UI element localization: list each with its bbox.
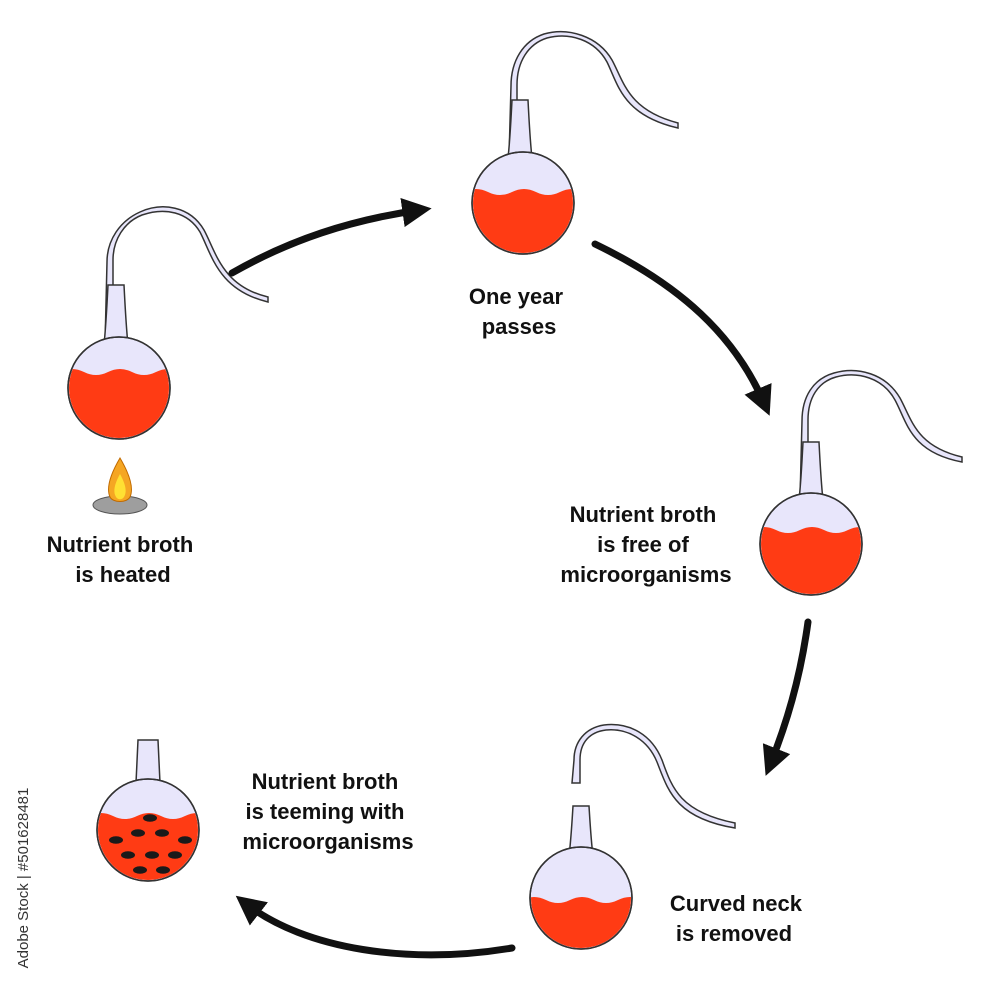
label-one-year: One year passes — [469, 284, 569, 339]
swan-neck — [104, 206, 269, 346]
flask-heated — [67, 206, 269, 515]
detached-swan-neck — [571, 723, 736, 829]
swan-neck — [508, 30, 679, 159]
arrow-heated-to-year — [228, 197, 432, 277]
broth — [761, 527, 861, 594]
microorganisms — [109, 814, 192, 874]
stock-watermark: Adobe Stock | #501628481 — [15, 788, 32, 969]
arrow-removed-to-teeming — [235, 895, 516, 959]
flask-one-year — [471, 30, 679, 255]
flask-free — [759, 369, 963, 596]
label-free: Nutrient broth is free of microorganisms — [560, 502, 731, 587]
neck-base — [568, 805, 594, 857]
label-teeming: Nutrient broth is teeming with microorga… — [242, 769, 413, 854]
broth — [69, 369, 169, 438]
cycle-arrows — [228, 197, 812, 959]
neck-base — [507, 99, 533, 159]
arrow-year-to-free — [591, 240, 772, 416]
neck-base — [798, 441, 824, 501]
label-heated: Nutrient broth is heated — [47, 532, 200, 587]
label-removed: Curved neck is removed — [670, 891, 808, 946]
open-neck — [135, 739, 161, 784]
neck-base — [103, 284, 129, 346]
burner-flame-icon — [92, 457, 148, 515]
broth — [473, 189, 573, 253]
flask-teeming — [96, 739, 200, 882]
broth — [98, 813, 198, 880]
swan-neck — [799, 369, 963, 501]
arrow-free-to-removed — [762, 618, 812, 776]
